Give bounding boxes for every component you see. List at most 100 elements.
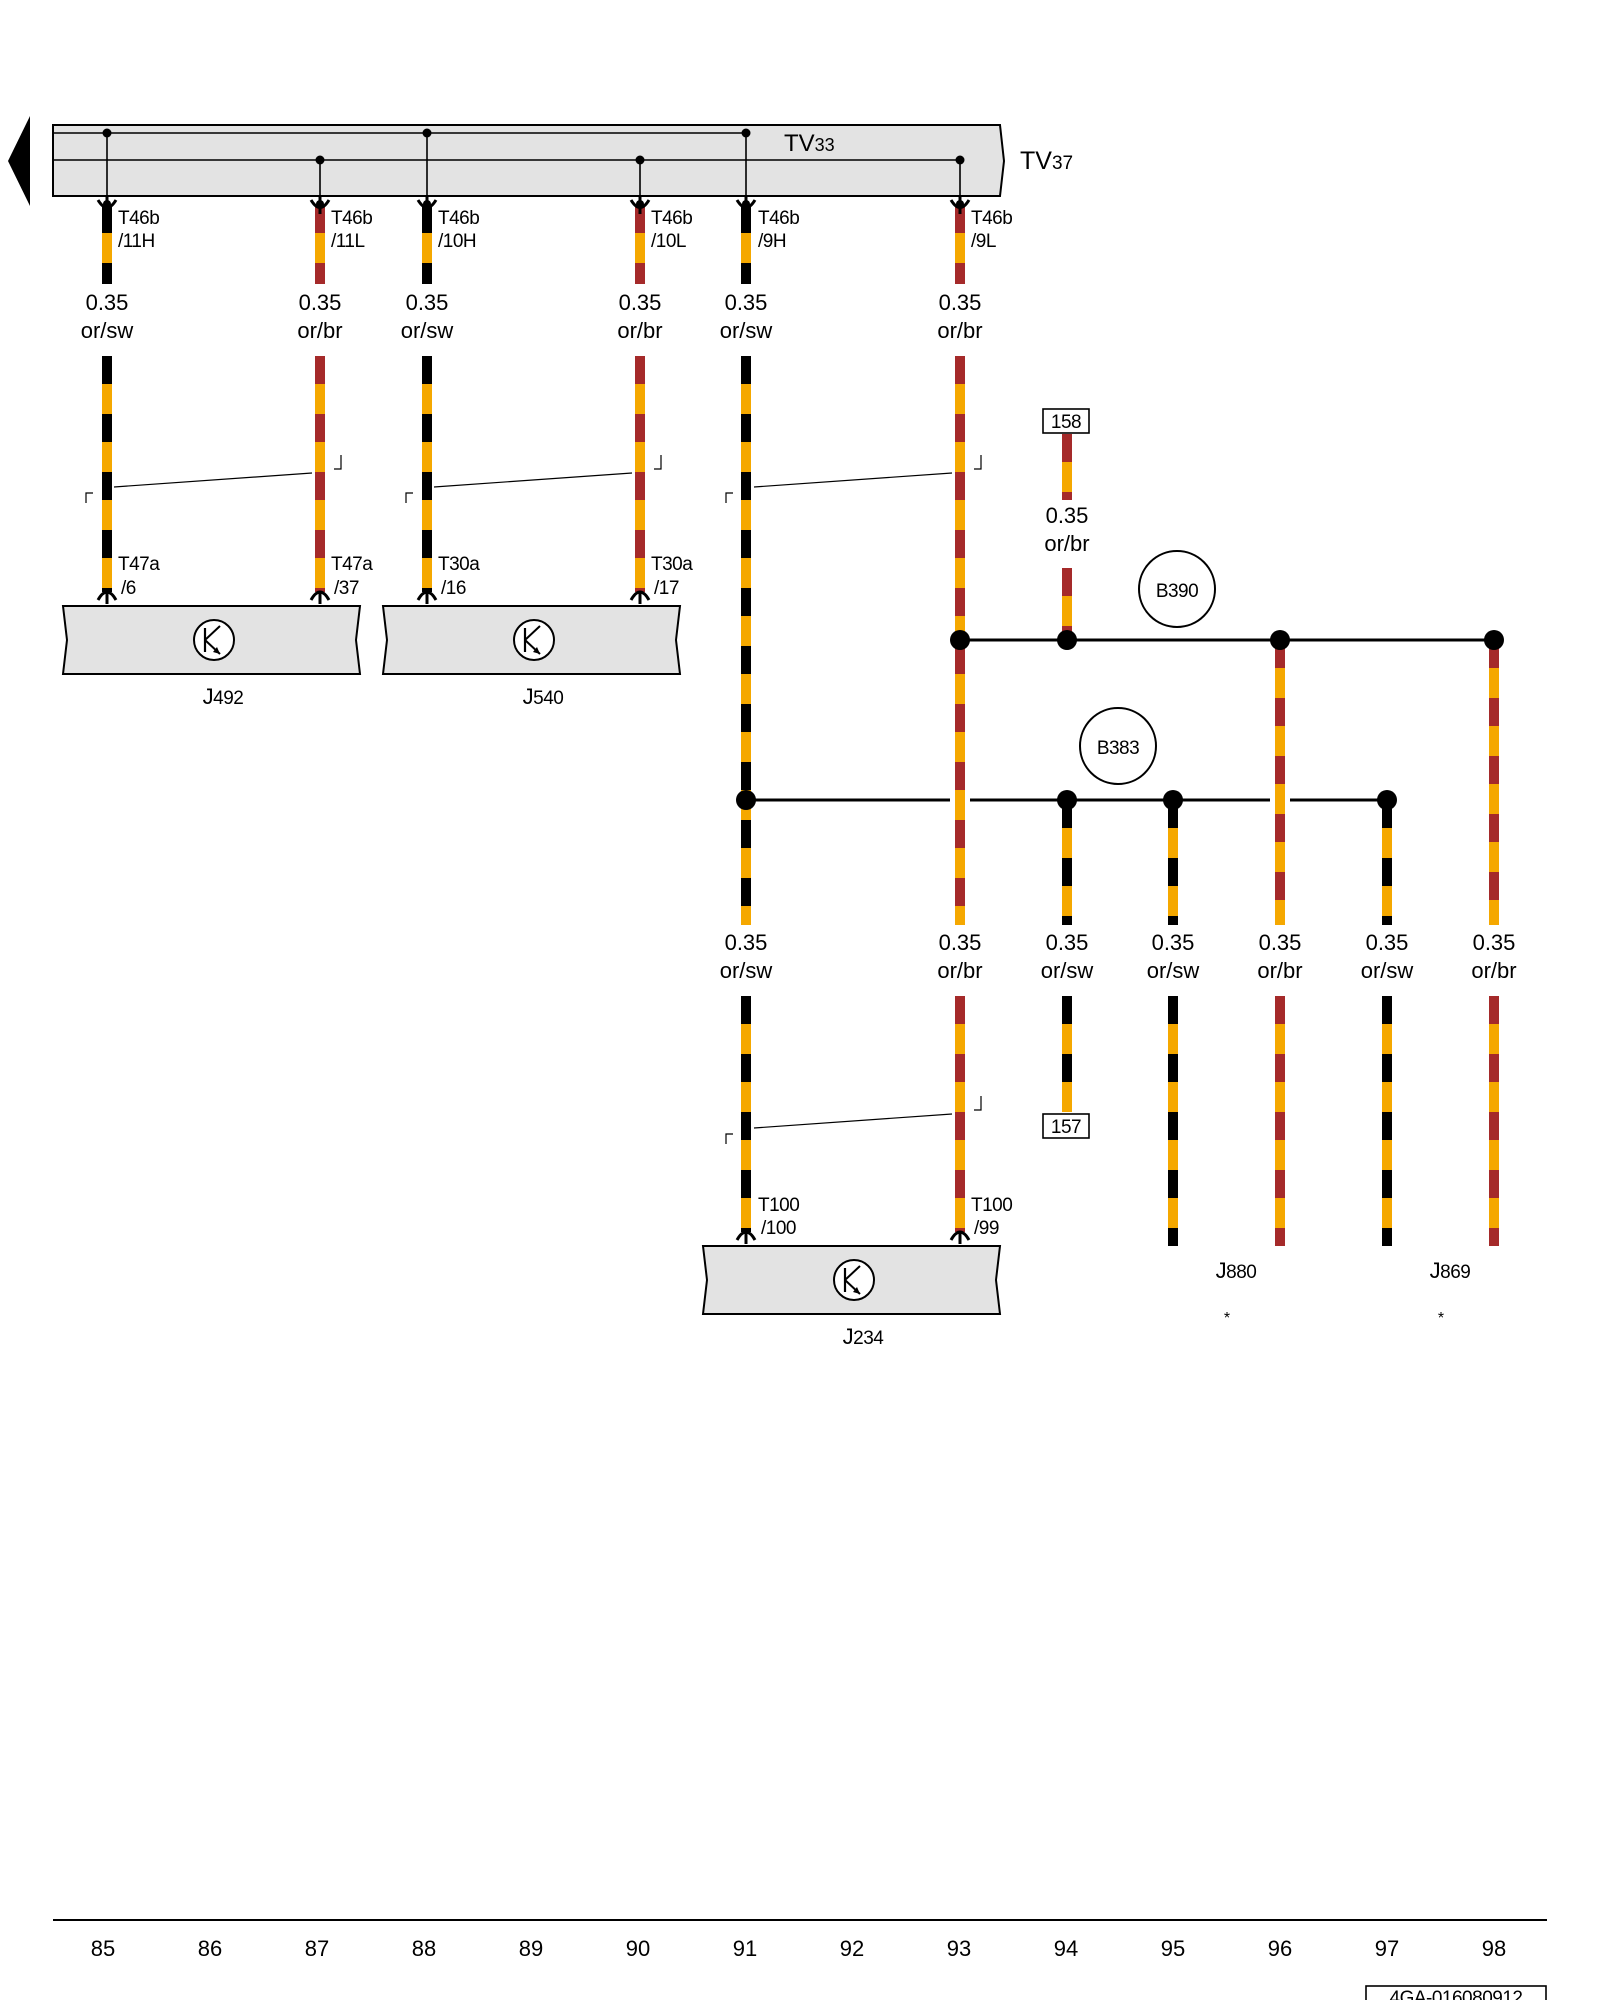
wire-size-label: 0.35 bbox=[1473, 930, 1516, 955]
connector-pin-t46b-9h: /9H bbox=[758, 231, 786, 252]
connector-pin-t46b-11h: /11H bbox=[118, 231, 155, 252]
connector-pin-t46b-10h: /10H bbox=[438, 231, 476, 252]
connector-name-t47a-37: T47a bbox=[331, 554, 373, 575]
connector-name-t46b-9l: T46b bbox=[971, 208, 1012, 229]
ruler-number: 92 bbox=[840, 1936, 864, 1961]
wire-color-label: or/br bbox=[617, 318, 662, 343]
connector-name-t46b-10l: T46b bbox=[651, 208, 692, 229]
wire-labels: 0.35 or/sw 0.35 or/br 0.35 or/sw 0.35 or… bbox=[81, 290, 1517, 983]
document-id: 4GA-016080912 bbox=[1390, 1988, 1523, 2000]
ruler-number: 87 bbox=[305, 1936, 329, 1961]
component-label-j540: J540 bbox=[523, 684, 564, 709]
wire-color-label: or/sw bbox=[81, 318, 134, 343]
ruler-number: 95 bbox=[1161, 1936, 1185, 1961]
wire-size-label: 0.35 bbox=[725, 930, 768, 955]
twisted-pair-markers bbox=[85, 455, 982, 1144]
transistor-icon bbox=[193, 619, 235, 661]
wire-size-label: 0.35 bbox=[1046, 503, 1089, 528]
wire-size-label: 0.35 bbox=[86, 290, 129, 315]
wire-size-label: 0.35 bbox=[299, 290, 342, 315]
component-note-j880: * bbox=[1224, 1310, 1230, 1327]
reference-label-157: 157 bbox=[1051, 1117, 1081, 1138]
connector-labels: T46b /11H T46b /11L T46b /10H T46b /10L … bbox=[118, 208, 1013, 1239]
connector-pin-t46b-10l: /10L bbox=[651, 231, 686, 252]
connector-pin-t30a-17: /17 bbox=[654, 578, 679, 599]
previous-page-arrow-icon[interactable] bbox=[8, 116, 30, 206]
connector-symbols bbox=[96, 196, 971, 1244]
connector-pin-t46b-11l: /11L bbox=[331, 231, 365, 252]
wire-color-label: or/br bbox=[1257, 958, 1302, 983]
wire-color-label: or/br bbox=[1044, 531, 1089, 556]
connector-name-t46b-11l: T46b bbox=[331, 208, 372, 229]
connector-socket-icon bbox=[735, 1230, 757, 1244]
reference-label-158: 158 bbox=[1051, 412, 1081, 433]
junction-b390[interactable]: B390 bbox=[1138, 550, 1216, 628]
component-label-j234: J234 bbox=[843, 1324, 885, 1349]
connector-name-t100-99: T100 bbox=[971, 1195, 1012, 1216]
wire-size-label: 0.35 bbox=[1366, 930, 1409, 955]
control-unit-j492[interactable] bbox=[61, 605, 362, 675]
wire-color-label: or/br bbox=[937, 318, 982, 343]
wire-size-label: 0.35 bbox=[1259, 930, 1302, 955]
connector-socket-icon bbox=[949, 1230, 971, 1244]
connector-pin-t30a-16: /16 bbox=[441, 578, 466, 599]
ruler-number: 94 bbox=[1054, 1936, 1078, 1961]
bus-harness bbox=[52, 124, 1006, 197]
connector-socket-icon bbox=[416, 590, 438, 604]
transistor-icon bbox=[513, 619, 555, 661]
ruler-number: 97 bbox=[1375, 1936, 1399, 1961]
connector-pin-t46b-9l: /9L bbox=[971, 231, 996, 252]
connector-name-t46b-9h: T46b bbox=[758, 208, 799, 229]
junction-b383[interactable]: B383 bbox=[1079, 707, 1157, 785]
connector-name-t30a-16: T30a bbox=[438, 554, 480, 575]
bus-label-tv33: TV33 bbox=[784, 130, 835, 157]
component-label-j492: J492 bbox=[203, 684, 244, 709]
ruler-number: 89 bbox=[519, 1936, 543, 1961]
connector-socket-icon bbox=[629, 590, 651, 604]
reference-box-158[interactable]: 158 bbox=[1042, 408, 1090, 434]
control-unit-j234[interactable] bbox=[701, 1245, 1002, 1315]
reference-box-157[interactable]: 157 bbox=[1042, 1113, 1090, 1139]
connector-socket-icon bbox=[96, 590, 118, 604]
junction-lines bbox=[746, 638, 1494, 802]
connector-name-t46b-11h: T46b bbox=[118, 208, 159, 229]
ruler-number: 96 bbox=[1268, 1936, 1292, 1961]
connector-pin-t100-99: /99 bbox=[974, 1218, 999, 1239]
connector-pin-t100-100: /100 bbox=[761, 1218, 796, 1239]
wire-color-label: or/br bbox=[297, 318, 342, 343]
transistor-icon bbox=[833, 1259, 875, 1301]
wire-color-label: or/sw bbox=[1361, 958, 1414, 983]
ruler-number: 90 bbox=[626, 1936, 650, 1961]
connector-name-t30a-17: T30a bbox=[651, 554, 693, 575]
wire-color-label: or/br bbox=[1471, 958, 1516, 983]
wire-color-label: or/br bbox=[937, 958, 982, 983]
wire-color-label: or/sw bbox=[720, 318, 773, 343]
bus-label-tv37: TV37 bbox=[1020, 147, 1073, 175]
connector-name-t46b-10h: T46b bbox=[438, 208, 479, 229]
ruler-number: 88 bbox=[412, 1936, 436, 1961]
component-label-j869[interactable]: J869 bbox=[1430, 1258, 1471, 1283]
document-id-box: 4GA-016080912 bbox=[1365, 1985, 1547, 2000]
ruler-number: 98 bbox=[1482, 1936, 1506, 1961]
control-unit-j540[interactable] bbox=[381, 605, 682, 675]
wires bbox=[102, 205, 1499, 1246]
ruler-number: 93 bbox=[947, 1936, 971, 1961]
wire-color-label: or/sw bbox=[401, 318, 454, 343]
wire-size-label: 0.35 bbox=[1046, 930, 1089, 955]
connector-name-t100-100: T100 bbox=[758, 1195, 799, 1216]
wire-size-label: 0.35 bbox=[939, 290, 982, 315]
connector-name-t47a-6: T47a bbox=[118, 554, 160, 575]
component-label-j880[interactable]: J880 bbox=[1216, 1258, 1257, 1283]
wire-size-label: 0.35 bbox=[619, 290, 662, 315]
connector-pin-t47a-6: /6 bbox=[121, 578, 136, 599]
ruler-number: 85 bbox=[91, 1936, 115, 1961]
component-note-j869: * bbox=[1438, 1310, 1444, 1327]
wire-color-label: or/sw bbox=[1147, 958, 1200, 983]
junction-nodes bbox=[736, 630, 1504, 810]
connector-socket-icon bbox=[309, 590, 331, 604]
wire-color-label: or/sw bbox=[720, 958, 773, 983]
ruler-number: 91 bbox=[733, 1936, 757, 1961]
ruler-number: 86 bbox=[198, 1936, 222, 1961]
junction-label-b383: B383 bbox=[1097, 738, 1139, 759]
